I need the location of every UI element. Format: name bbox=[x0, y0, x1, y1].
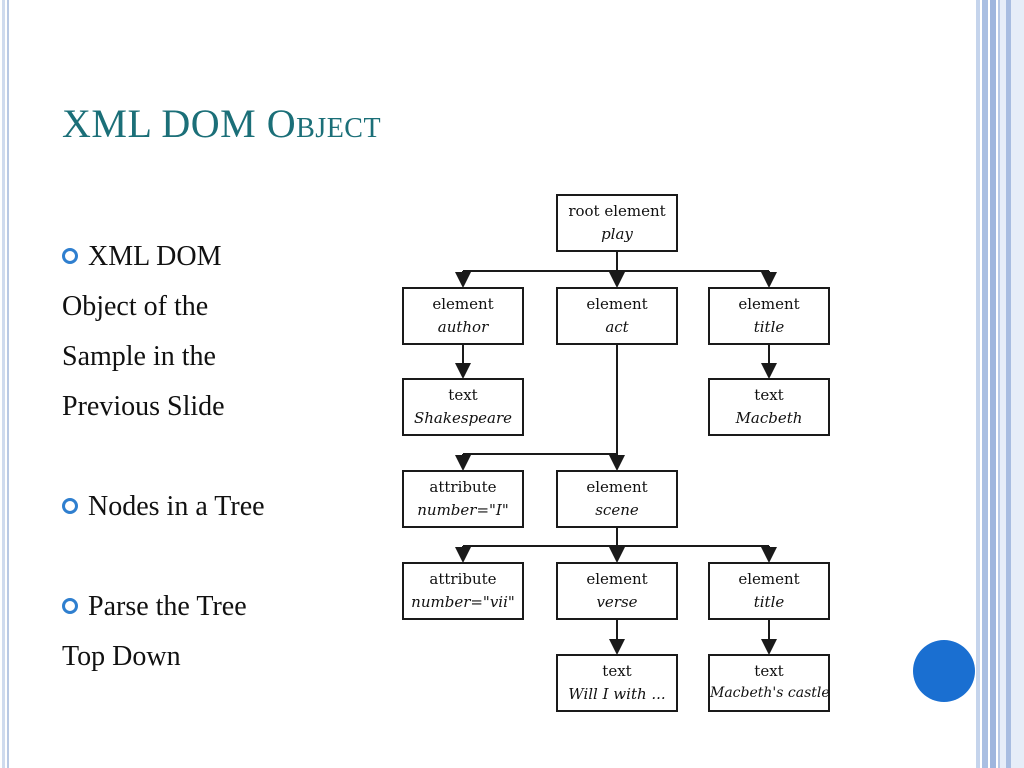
bullet-text-line: Previous Slide bbox=[62, 391, 225, 422]
node-name-label: title bbox=[753, 318, 785, 336]
bullet-marker-icon bbox=[62, 597, 78, 614]
slide-title: XML DOM Object bbox=[62, 101, 382, 146]
slide-frame-right bbox=[976, 0, 1024, 768]
accent-circle bbox=[913, 640, 975, 702]
tree-node-attr-number-vii: attribute number="vii" bbox=[402, 562, 524, 620]
node-type-label: text bbox=[754, 386, 784, 404]
node-name-label: act bbox=[605, 318, 629, 336]
node-type-label: text bbox=[754, 662, 784, 680]
bullet-text: Parse the Tree bbox=[88, 591, 247, 622]
node-type-label: root element bbox=[568, 202, 666, 220]
bullet-marker-icon bbox=[62, 497, 78, 514]
node-name-label: title bbox=[753, 593, 785, 611]
node-name-label: number="I" bbox=[417, 501, 509, 519]
tree-node-verse: element verse bbox=[556, 562, 678, 620]
tree-node-attr-number-1: attribute number="I" bbox=[402, 470, 524, 528]
node-name-label: scene bbox=[595, 501, 639, 519]
node-type-label: attribute bbox=[429, 478, 497, 496]
bullet-item: Parse the Tree Top Down bbox=[62, 582, 362, 682]
node-name-label: play bbox=[601, 225, 633, 243]
bullet-text: Nodes in a Tree bbox=[88, 491, 265, 522]
tree-node-author: element author bbox=[402, 287, 524, 345]
bullet-text-line: Top Down bbox=[62, 641, 181, 672]
node-name-label: Macbeth's castle bbox=[710, 685, 830, 701]
node-type-label: attribute bbox=[429, 570, 497, 588]
node-name-label: Shakespeare bbox=[413, 409, 512, 427]
tree-node-act: element act bbox=[556, 287, 678, 345]
tree-node-title1: element title bbox=[708, 287, 830, 345]
bullet-text-line: Sample in the bbox=[62, 341, 216, 372]
bullet-list: XML DOM Object of the Sample in the Prev… bbox=[62, 232, 362, 732]
node-name-label: author bbox=[437, 318, 489, 336]
node-type-label: text bbox=[602, 662, 632, 680]
node-name-label: Will I with ... bbox=[568, 685, 666, 703]
slide-frame-left bbox=[0, 0, 9, 768]
node-type-label: element bbox=[586, 570, 648, 588]
tree-node-scene: element scene bbox=[556, 470, 678, 528]
node-type-label: element bbox=[738, 295, 800, 313]
node-type-label: element bbox=[586, 295, 648, 313]
bullet-item: XML DOM Object of the Sample in the Prev… bbox=[62, 232, 362, 432]
bullet-text: XML DOM bbox=[88, 241, 222, 272]
bullet-text-line: Object of the bbox=[62, 291, 209, 322]
node-name-label: Macbeth bbox=[735, 409, 803, 427]
tree-node-root: root element play bbox=[556, 194, 678, 252]
node-type-label: element bbox=[586, 478, 648, 496]
node-name-label: number="vii" bbox=[411, 593, 515, 611]
node-type-label: element bbox=[738, 570, 800, 588]
tree-node-title2: element title bbox=[708, 562, 830, 620]
node-type-label: element bbox=[432, 295, 494, 313]
bullet-item: Nodes in a Tree bbox=[62, 482, 362, 532]
node-type-label: text bbox=[448, 386, 478, 404]
tree-connectors bbox=[455, 252, 777, 655]
node-name-label: verse bbox=[596, 593, 638, 611]
bullet-marker-icon bbox=[62, 247, 78, 264]
